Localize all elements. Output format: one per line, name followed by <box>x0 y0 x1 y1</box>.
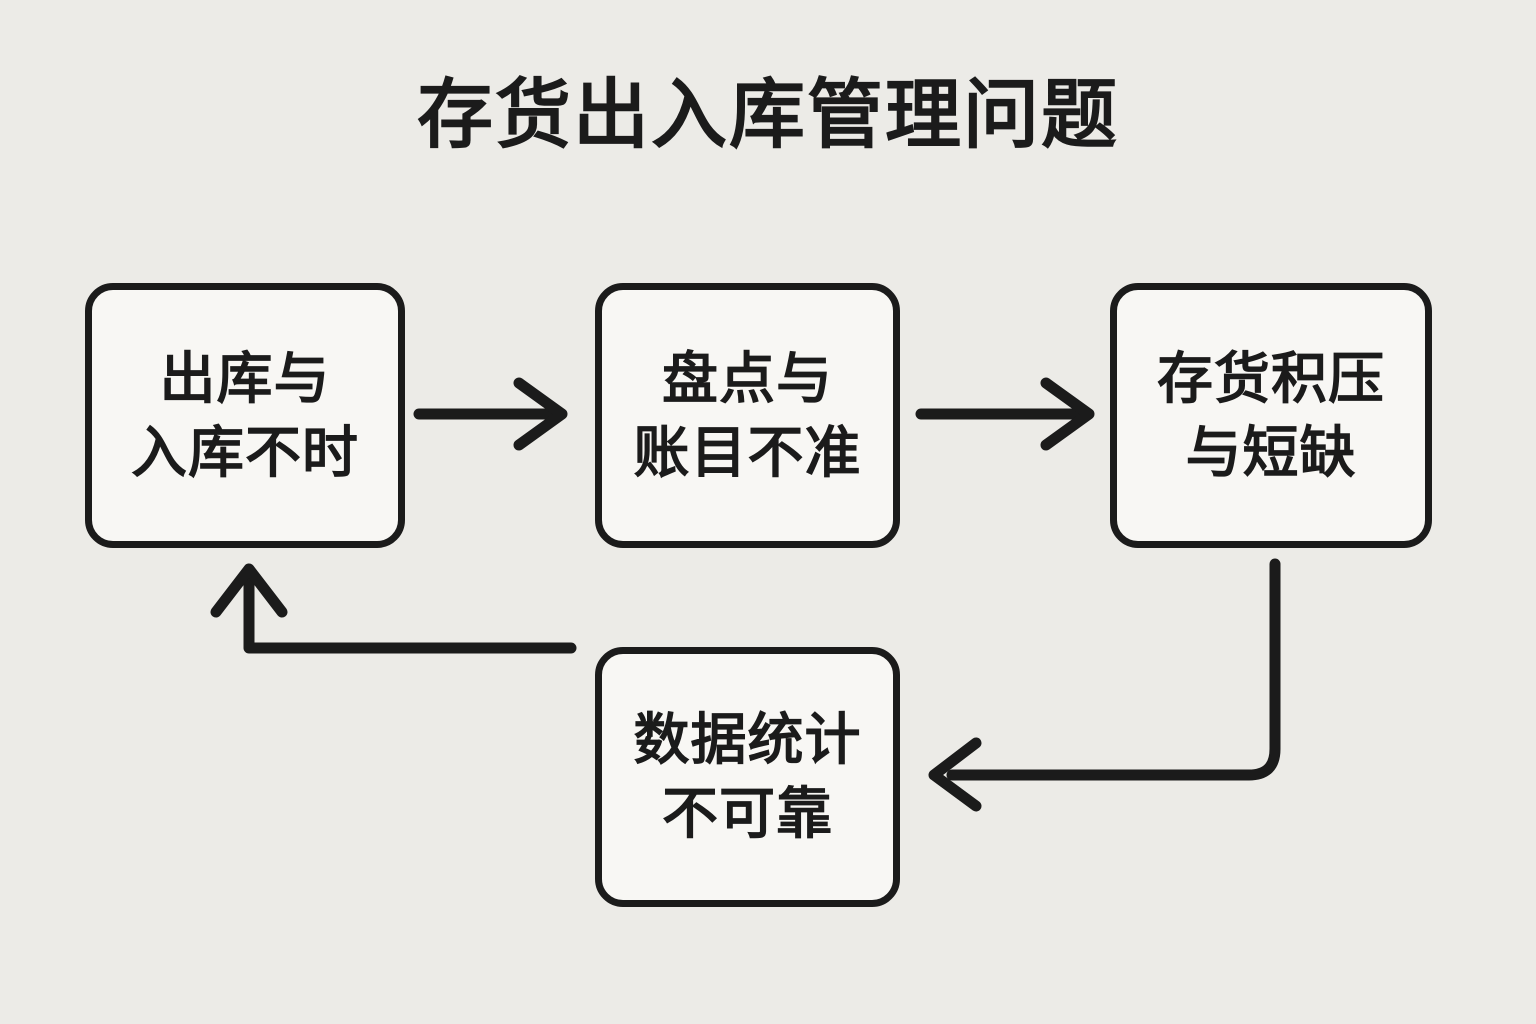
node-overstock-and-shortage[interactable]: 存货积压 与短缺 <box>1110 283 1432 548</box>
arrow-node4-to-node1 <box>210 563 577 654</box>
node-2-line-2: 账目不准 <box>633 420 862 484</box>
arrow-node2-to-node3 <box>915 377 1095 451</box>
page-title: 存货出入库管理问题 <box>417 73 1119 158</box>
node-outbound-inbound-untimely[interactable]: 出库与 入库不时 <box>85 283 405 548</box>
node-4-line-2: 不可靠 <box>662 782 833 845</box>
arrow-node3-to-node4 <box>928 558 1281 812</box>
node-3-line-2: 与短缺 <box>1185 420 1357 484</box>
node-3-line-1: 存货积压 <box>1157 346 1385 410</box>
node-stocktake-ledger-inaccurate[interactable]: 盘点与 账目不准 <box>595 283 900 548</box>
node-1-line-2: 入库不时 <box>131 420 359 484</box>
arrow-node1-to-node2 <box>413 377 568 451</box>
node-2-line-1: 盘点与 <box>662 346 833 410</box>
node-1-line-1: 出库与 <box>159 346 331 410</box>
node-data-statistics-unreliable[interactable]: 数据统计 不可靠 <box>595 647 900 907</box>
node-4-line-1: 数据统计 <box>633 708 862 772</box>
